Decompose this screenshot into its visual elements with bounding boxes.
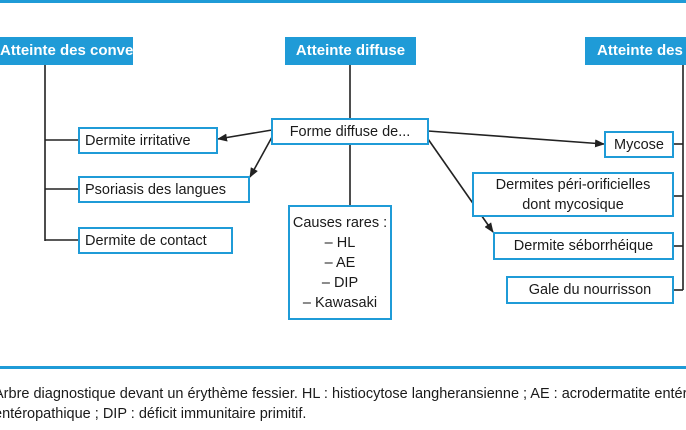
caption-line-2: entéropathique ; DIP : déficit immunitai… <box>0 406 307 422</box>
top-rule <box>0 0 686 3</box>
figure-caption: Arbre diagnostique devant un érythème fe… <box>0 384 686 424</box>
box-seborrheique-label: Dermite séborrhéique <box>513 238 654 254</box>
header-diffuse: Atteinte diffuse <box>285 37 416 65</box>
header-plis-label: Atteinte des plis <box>597 42 686 59</box>
box-dermite-irritative: Dermite irritative <box>78 127 218 154</box>
box-peri-line1: Dermites péri-orificielles <box>495 176 651 193</box>
arrow-to-psoriasis <box>249 136 273 178</box>
box-peri-line2: dont mycosique <box>522 196 624 213</box>
arrow-to-dermite-irritative <box>217 129 273 142</box>
box-dermite-contact-label: Dermite de contact <box>85 232 207 249</box>
box-psoriasis-label: Psoriasis des langues <box>85 181 227 198</box>
causes-rares-item: – Kawasaki <box>302 294 378 311</box>
causes-rares-item: – AE <box>324 254 356 271</box>
box-mycose: Mycose <box>604 131 674 158</box>
box-mycose-label: Mycose <box>614 136 664 153</box>
header-plis: Atteinte des plis <box>585 37 686 65</box>
box-dermites-peri-orificielles: Dermites péri-orificielles dont mycosiqu… <box>472 172 674 217</box>
caption-line-1: Arbre diagnostique devant un érythème fe… <box>0 386 686 402</box>
box-dermite-irritative-label: Dermite irritative <box>85 132 191 149</box>
causes-rares-item: – DIP <box>321 274 359 291</box>
box-gale-label: Gale du nourrisson <box>528 282 652 298</box>
box-gale-nourrisson: Gale du nourrisson <box>506 276 674 304</box>
header-convexites-label: Atteinte des convexités <box>0 42 133 59</box>
center-box-label: Forme diffuse de... <box>289 123 411 140</box>
bottom-rule <box>0 366 686 369</box>
header-diffuse-label: Atteinte diffuse <box>295 42 406 59</box>
box-psoriasis: Psoriasis des langues <box>78 176 250 203</box>
box-causes-rares: Causes rares : – HL – AE – DIP – Kawasak… <box>288 205 392 320</box>
box-dermite-contact: Dermite de contact <box>78 227 233 254</box>
box-dermite-seborrheique: Dermite séborrhéique <box>493 232 674 260</box>
header-convexites: Atteinte des convexités <box>0 37 133 65</box>
arrow-to-mycose <box>427 130 605 148</box>
causes-rares-title: Causes rares : <box>292 214 388 231</box>
causes-rares-item: – HL <box>324 234 356 251</box>
center-box-forme-diffuse: Forme diffuse de... <box>271 118 429 145</box>
